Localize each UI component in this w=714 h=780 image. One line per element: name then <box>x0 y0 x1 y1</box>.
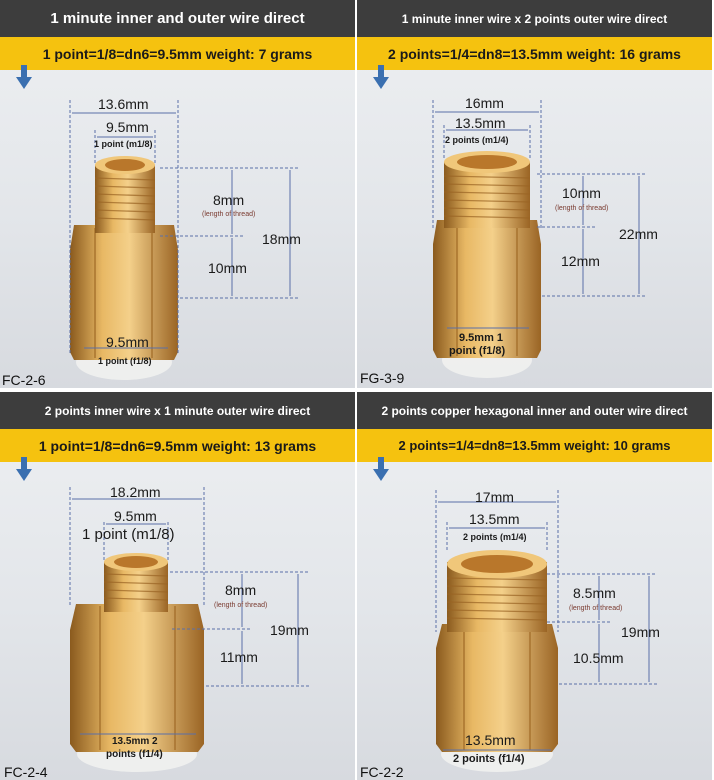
model-code: FC-2-6 <box>2 372 46 388</box>
outer-width-label: 18.2mm <box>110 484 161 500</box>
thread-length-label: 8mm <box>213 192 245 208</box>
lower-height-label: 10mm <box>208 260 247 276</box>
panel-fc-2-4: 2 points inner wire x 1 minute outer wir… <box>0 392 355 780</box>
top-thread-label: 9.5mm <box>114 508 157 524</box>
top-spec-label: 1 point (m1/8) <box>94 139 153 149</box>
down-arrow-icon <box>16 457 32 481</box>
outer-width-label: 17mm <box>475 489 514 505</box>
top-spec-label: 2 points (m1/4) <box>445 135 509 145</box>
panel-fc-2-6: 1 minute inner and outer wire direct 1 p… <box>0 0 355 388</box>
bottom-thread-label: 13.5mm 2 <box>112 736 158 747</box>
down-arrow-icon <box>373 457 389 481</box>
spec-band: 2 points=1/4=dn8=13.5mm weight: 10 grams <box>357 429 712 462</box>
lower-height-label: 12mm <box>561 253 600 269</box>
panel-header: 1 minute inner wire x 2 points outer wir… <box>357 0 712 37</box>
panel-fc-2-2: 2 points copper hexagonal inner and oute… <box>357 392 712 780</box>
thread-length-label: 10mm <box>562 185 601 201</box>
fitting-drawing <box>432 100 647 378</box>
dimension-lines <box>69 100 300 355</box>
total-height-label: 22mm <box>619 226 658 242</box>
top-thread-label: 13.5mm <box>455 115 506 131</box>
model-code: FC-2-4 <box>4 764 48 780</box>
bottom-thread-label: 9.5mm 1 <box>459 332 504 344</box>
top-thread-label: 9.5mm <box>106 119 149 135</box>
brass-fitting <box>70 156 178 380</box>
bottom-spec-label: 1 point (f1/8) <box>98 356 152 366</box>
total-height-label: 19mm <box>621 624 660 640</box>
top-spec-label: 1 point (m1/8) <box>82 526 175 543</box>
bottom-spec-label: 2 points (f1/4) <box>453 753 525 765</box>
brass-fitting <box>436 550 558 772</box>
lower-height-label: 11mm <box>220 649 258 665</box>
dimension-lines <box>435 490 657 751</box>
thread-length-label: 8mm <box>225 582 257 598</box>
down-arrow-icon <box>16 65 32 89</box>
lower-height-label: 10.5mm <box>573 650 624 666</box>
spec-band: 1 point=1/8=dn6=9.5mm weight: 7 grams <box>0 37 355 70</box>
model-code: FC-2-2 <box>360 764 404 780</box>
panel-fg-3-9: 1 minute inner wire x 2 points outer wir… <box>357 0 712 388</box>
outer-width-label: 13.6mm <box>98 96 149 112</box>
thread-length-label: 8.5mm <box>573 585 616 601</box>
top-spec-label: 2 points (m1/4) <box>463 532 527 542</box>
dimension-lines <box>432 100 647 329</box>
brass-fitting <box>70 553 204 772</box>
fitting-drawing <box>435 490 657 772</box>
model-code: FG-3-9 <box>360 370 405 386</box>
bottom-thread-label: 13.5mm <box>465 732 516 748</box>
thread-note: (length of thread) <box>569 605 623 612</box>
outer-width-label: 16mm <box>465 95 504 111</box>
spec-band: 1 point=1/8=dn6=9.5mm weight: 13 grams <box>0 429 355 462</box>
brass-fitting <box>433 151 541 378</box>
fitting-drawing <box>69 100 300 380</box>
dimension-lines <box>69 487 310 735</box>
bottom-spec-label: point (f1/8) <box>449 345 506 357</box>
spec-band: 2 points=1/4=dn8=13.5mm weight: 16 grams <box>357 37 712 70</box>
panel-header: 1 minute inner and outer wire direct <box>0 0 355 37</box>
bottom-thread-label: 9.5mm <box>106 334 149 350</box>
thread-note: (length of thread) <box>202 211 256 218</box>
thread-note: (length of thread) <box>555 205 609 212</box>
panel-header: 2 points copper hexagonal inner and oute… <box>357 392 712 429</box>
total-height-label: 19mm <box>270 622 309 638</box>
fitting-drawing <box>69 487 310 772</box>
total-height-label: 18mm <box>262 231 301 247</box>
top-thread-label: 13.5mm <box>469 511 520 527</box>
panel-header: 2 points inner wire x 1 minute outer wir… <box>0 392 355 429</box>
down-arrow-icon <box>373 65 389 89</box>
thread-note: (length of thread) <box>214 602 268 609</box>
bottom-spec-label: points (f1/4) <box>106 749 163 760</box>
